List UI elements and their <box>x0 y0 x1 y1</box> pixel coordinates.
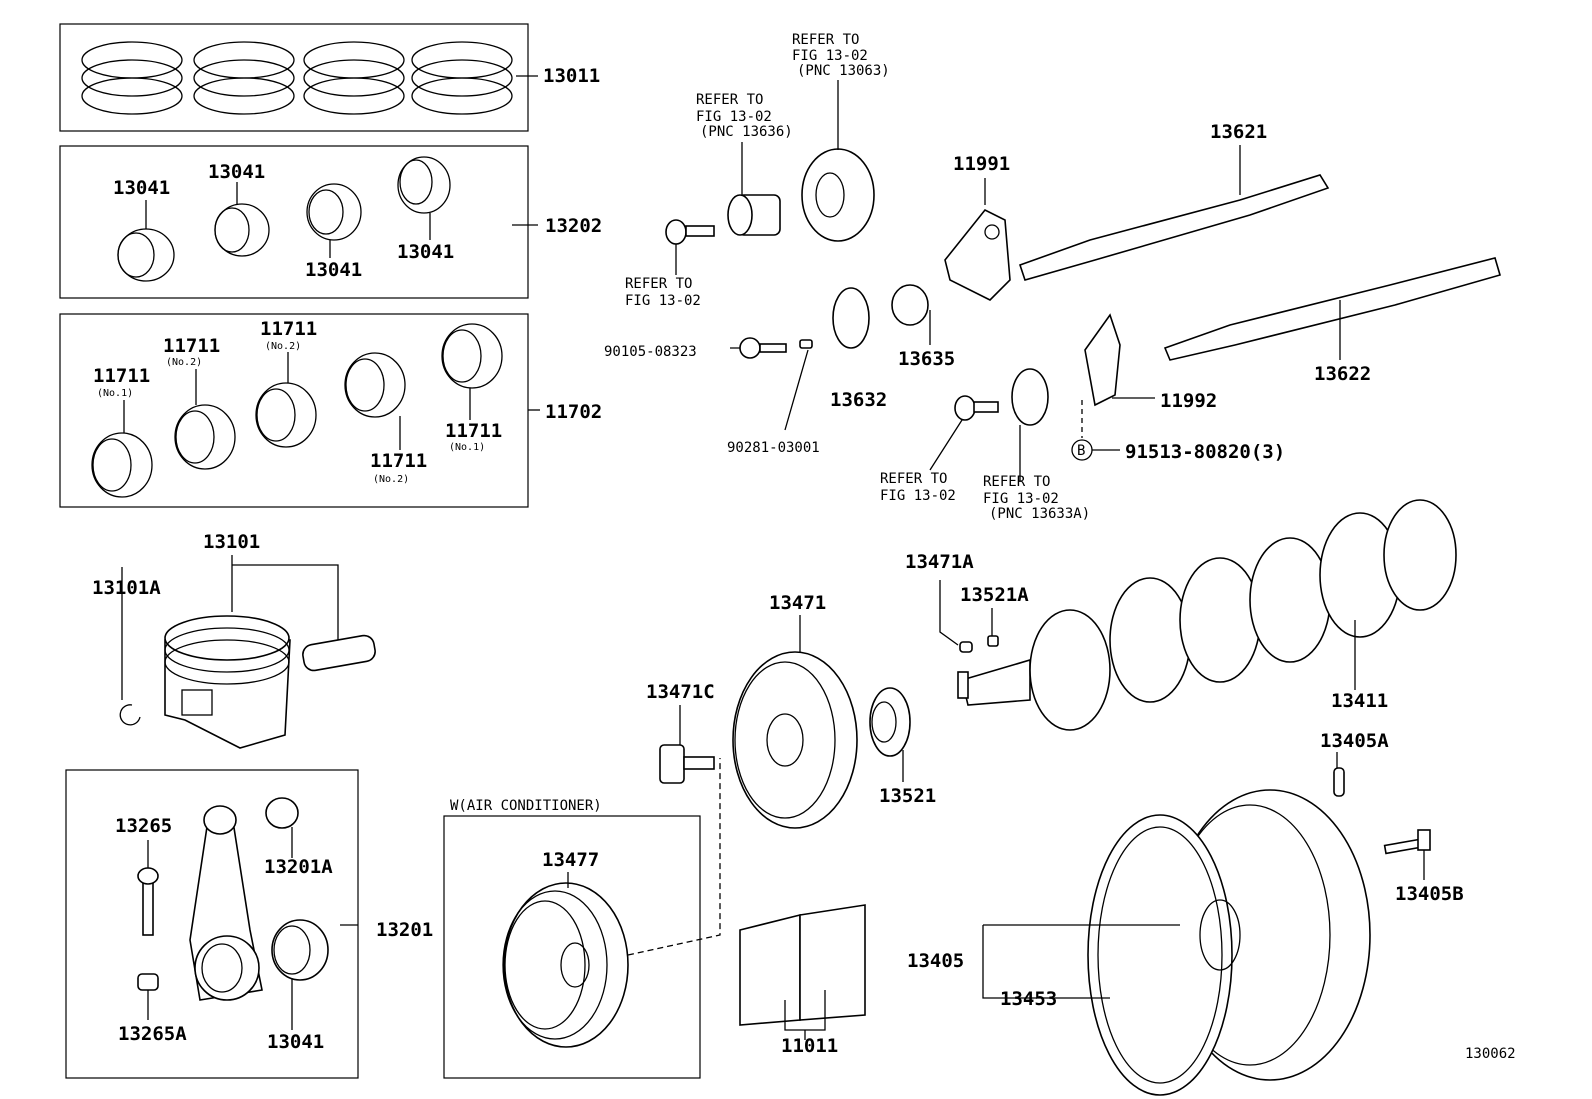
piston-ring-box <box>59 23 529 132</box>
svg-text:REFER TO: REFER TO <box>880 471 947 487</box>
svg-text:(PNC 13636): (PNC 13636) <box>700 124 793 140</box>
label-11992: 11992 <box>1160 390 1217 412</box>
label-13041: 13041 <box>267 1031 324 1053</box>
label-13041: 13041 <box>305 259 362 281</box>
camshaft-area-icons <box>665 80 1501 482</box>
crankshaft-icon <box>939 499 1457 880</box>
label-13521a: 13521A <box>960 584 1029 606</box>
label-11711: 11711 <box>163 335 220 357</box>
label-13621: 13621 <box>1210 121 1267 143</box>
svg-text:REFER TO: REFER TO <box>983 474 1050 490</box>
label-13477: 13477 <box>542 849 599 871</box>
label-13622: 13622 <box>1314 363 1371 385</box>
label-no2: (No.2) <box>166 357 202 368</box>
conrod-bearing-box <box>59 145 529 299</box>
conrod-bearing-icons <box>117 156 538 282</box>
label-13101a: 13101A <box>92 577 161 599</box>
thrust-washer-icon <box>739 904 866 1040</box>
label-11991: 11991 <box>953 153 1010 175</box>
label-11711: 11711 <box>370 450 427 472</box>
label-13041: 13041 <box>208 161 265 183</box>
label-11702: 11702 <box>545 401 602 423</box>
label-13202: 13202 <box>545 215 602 237</box>
ac-pulley-icon <box>502 758 721 1048</box>
ref-13636: REFER TO FIG 13-02 (PNC 13636) <box>696 92 793 140</box>
label-no2: (No.2) <box>373 474 409 485</box>
label-13471c: 13471C <box>646 681 715 703</box>
svg-text:(PNC 13633A): (PNC 13633A) <box>989 506 1090 522</box>
label-b-marker: B <box>1077 443 1085 459</box>
label-13011: 13011 <box>543 65 600 87</box>
label-13201a: 13201A <box>264 856 333 878</box>
svg-text:FIG 13-02: FIG 13-02 <box>696 109 772 125</box>
ref-13063: REFER TO FIG 13-02 (PNC 13063) <box>792 32 890 79</box>
piston-ring-icons <box>81 41 513 115</box>
label-11711: 11711 <box>93 365 150 387</box>
svg-text:REFER TO: REFER TO <box>792 32 859 48</box>
label-13521: 13521 <box>879 785 936 807</box>
ref-bolt-top: REFER TO FIG 13-02 <box>625 276 701 309</box>
svg-text:(PNC 13063): (PNC 13063) <box>797 63 890 79</box>
label-13635: 13635 <box>898 348 955 370</box>
label-no1: (No.1) <box>97 388 133 399</box>
main-bearing-icons <box>91 323 540 498</box>
label-11711: 11711 <box>445 420 502 442</box>
label-13471: 13471 <box>769 592 826 614</box>
label-91513-80820: 91513-80820(3) <box>1125 441 1285 463</box>
conrod-box <box>65 769 359 1079</box>
label-13411: 13411 <box>1331 690 1388 712</box>
label-13453: 13453 <box>1000 988 1057 1010</box>
svg-text:FIG 13-02: FIG 13-02 <box>625 293 701 309</box>
svg-text:FIG 13-02: FIG 13-02 <box>880 488 956 504</box>
piston-icon <box>119 555 376 749</box>
flywheel-icon <box>982 789 1371 1096</box>
label-11711: 11711 <box>260 318 317 340</box>
label-13201: 13201 <box>376 919 433 941</box>
label-13471a: 13471A <box>905 551 974 573</box>
label-13632: 13632 <box>830 389 887 411</box>
svg-text:REFER TO: REFER TO <box>696 92 763 108</box>
label-13265a: 13265A <box>118 1023 187 1045</box>
svg-text:FIG 13-02: FIG 13-02 <box>792 48 868 64</box>
label-13041: 13041 <box>113 177 170 199</box>
label-no2: (No.2) <box>265 341 301 352</box>
label-13101: 13101 <box>203 531 260 553</box>
svg-text:FIG 13-02: FIG 13-02 <box>983 491 1059 507</box>
label-13041: 13041 <box>397 241 454 263</box>
label-no1: (No.1) <box>449 442 485 453</box>
label-11011: 11011 <box>781 1035 838 1057</box>
label-90281-03001: 90281-03001 <box>727 440 820 456</box>
label-13405b: 13405B <box>1395 883 1464 905</box>
label-13405a: 13405A <box>1320 730 1389 752</box>
conrod-icon <box>137 797 358 1030</box>
ac-pulley-box <box>443 815 701 1079</box>
crank-pulley-icon <box>659 615 911 829</box>
ref-13633a: REFER TO FIG 13-02 (PNC 13633A) <box>983 474 1090 522</box>
label-90105-08323: 90105-08323 <box>604 344 697 360</box>
label-13405: 13405 <box>907 950 964 972</box>
label-13265: 13265 <box>115 815 172 837</box>
label-air-conditioner: W(AIR CONDITIONER) <box>450 798 602 814</box>
figure-number: 130062 <box>1465 1046 1516 1062</box>
svg-text:REFER TO: REFER TO <box>625 276 692 292</box>
ref-bolt-low: REFER TO FIG 13-02 <box>880 471 956 504</box>
